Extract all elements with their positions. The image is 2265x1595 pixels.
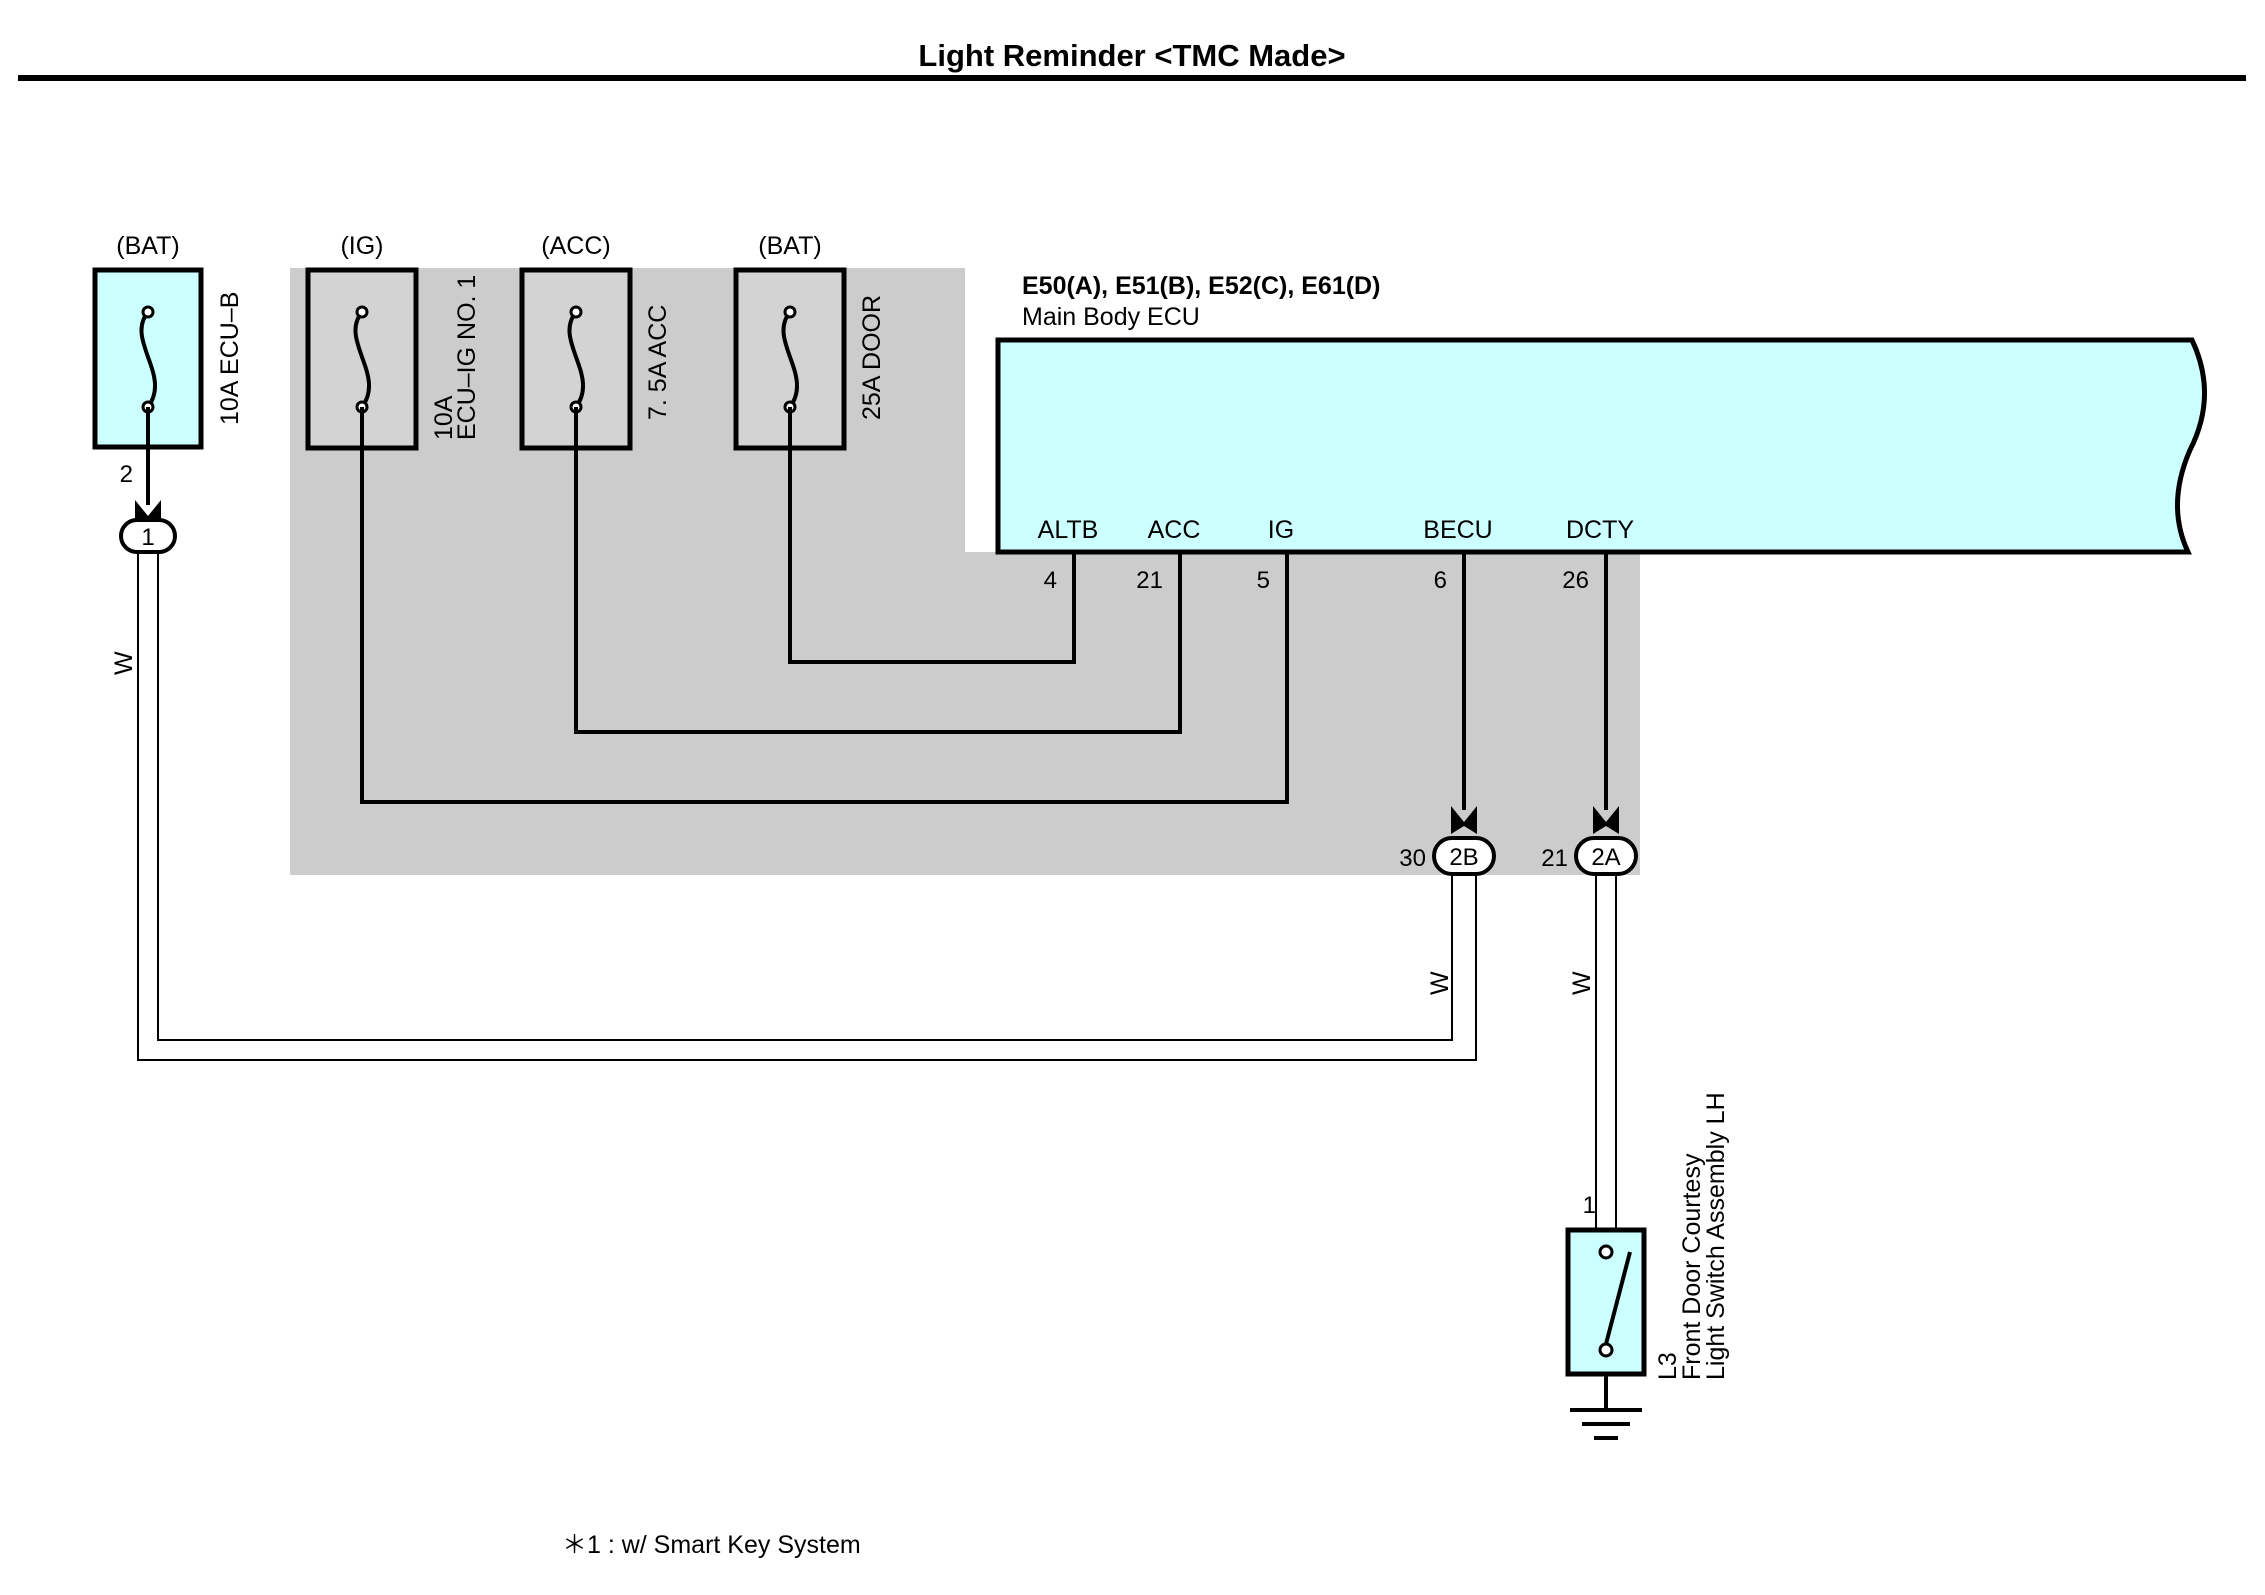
fuse2-source-label: (IG) [340,232,383,260]
fuse3-rating-label: 7. 5A ACC [644,305,672,420]
footnote: ＊1 : w/ Smart Key System [562,1531,861,1559]
fuse2-rating-label: 10A [430,395,458,440]
fuse1-source-label: (BAT) [116,232,179,260]
ecu-pin-label-dcty: DCTY [1566,516,1634,544]
connector-2b [1432,836,1496,876]
ecu-pin-label-altb: ALTB [1038,516,1099,544]
ecu-pin-number-becu: 6 [1434,567,1447,594]
fuse1-rating-label: 10A ECU–B [216,292,244,425]
wire-color-left: W [110,651,138,675]
connector2b-id: 2B [1449,844,1478,871]
wire-w-left-outer [137,552,1477,1061]
fuse3-element [567,310,585,409]
ecu-connectors-label: E50(A), E51(B), E52(C), E61(D) [1022,272,1380,300]
connector-1 [119,518,177,554]
fuse2-element [353,310,371,409]
switch-code-label: L3 [1654,1352,1682,1380]
switch-terminal-bottom [1598,1342,1614,1358]
switch-contact [1604,1251,1632,1345]
main-body-ecu-box [995,337,2207,555]
switch-name-line2: Light Switch Assembly LH [1702,1092,1730,1380]
wire-w-left-inner [157,552,1453,1041]
fuse3-source-label: (ACC) [541,232,610,260]
wire-ig-to-ig [360,407,1289,804]
ecu-pin-number-acc: 21 [1136,567,1163,594]
switch-terminal-top [1598,1244,1614,1260]
fuse1-element [139,310,157,409]
ecu-pin-label-ig: IG [1268,516,1294,544]
fuse4-element [781,310,799,409]
ecu-pin-number-ig: 5 [1257,567,1270,594]
fuse2-name-label: ECU–IG NO. 1 [453,275,481,440]
wire-color-right: W [1568,971,1596,995]
ecu-pin-number-dcty: 26 [1562,567,1589,594]
fuse4-rating-label: 25A DOOR [858,295,886,420]
switch-name-line1: Front Door Courtesy [1678,1153,1706,1380]
ecu-name-label: Main Body ECU [1022,303,1200,331]
connector2b-pin: 30 [1399,845,1426,872]
wire-door-to-altb [788,407,1076,664]
wire-acc-to-acc [574,407,1182,734]
switch-pin: 1 [1583,1192,1596,1219]
fuse4-terminal-top [783,305,797,319]
wire-color-mid: W [1426,971,1454,995]
fuse4-source-label: (BAT) [758,232,821,260]
arrow-becu [1451,806,1477,834]
connector2a-pin: 21 [1541,845,1568,872]
fuse3-terminal-top [569,305,583,319]
ecu-pin-label-acc: ACC [1148,516,1201,544]
connector1-id: 1 [141,524,154,551]
connector-2a [1574,836,1638,876]
diagram-title: Light Reminder <TMC Made> [918,38,1345,73]
connector1-pin: 2 [120,461,133,488]
ecu-pin-label-becu: BECU [1423,516,1492,544]
fuse2-terminal-top [355,305,369,319]
fuse1-terminal-top [141,305,155,319]
arrow-dcty [1593,806,1619,834]
ecu-pin-number-altb: 4 [1044,567,1057,594]
connector2a-id: 2A [1591,844,1620,871]
